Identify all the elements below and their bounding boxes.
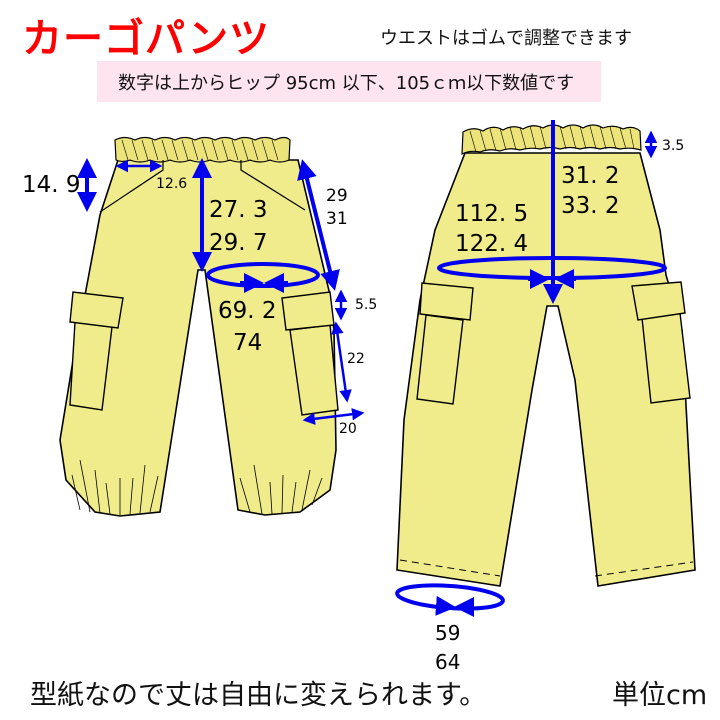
side-seam-label-2: 31 xyxy=(326,209,348,229)
cargo-width-label: 20 xyxy=(339,421,357,437)
size-note-text: 数字は上からヒップ 95cm 以下、105ｃｍ以下数値です xyxy=(118,73,575,94)
back-waistband-gathers xyxy=(469,125,635,153)
front-waistband-gathers xyxy=(121,139,279,161)
thigh-label-1: 69. 2 xyxy=(218,298,277,324)
footer-note: 型紙なので丈は自由に変えられます。 xyxy=(30,680,487,711)
front-rise-label-1: 27. 3 xyxy=(209,197,268,223)
waistband-height-label: 3.5 xyxy=(662,138,684,154)
hem-label-1: 59 xyxy=(435,621,460,645)
right-slash-pocket xyxy=(240,160,306,211)
back-hem-stitch-right xyxy=(594,561,694,577)
back-hem-stitch-left xyxy=(399,559,501,577)
cargo-length-label: 22 xyxy=(347,351,365,367)
front-measure-lines xyxy=(77,158,365,425)
pocket-opening-label: 12.6 xyxy=(156,176,187,192)
front-waistband xyxy=(114,136,291,163)
hem-label-2: 64 xyxy=(435,650,460,674)
hip-label-1: 112. 5 xyxy=(455,201,528,227)
front-cuff-gathers xyxy=(71,459,323,515)
pocket-depth-label: 14. 9 xyxy=(22,172,81,198)
cargo-width-arrow xyxy=(302,408,365,425)
front-cargo-pockets xyxy=(69,291,339,416)
thigh-label-2: 74 xyxy=(233,330,262,356)
hip-label-2: 122. 4 xyxy=(455,231,528,257)
side-seam-label-1: 29 xyxy=(326,186,348,206)
front-pants xyxy=(59,136,339,517)
left-slash-pocket xyxy=(99,160,164,213)
hip-ellipse xyxy=(437,256,667,280)
cargo-length-arrow xyxy=(331,321,352,403)
back-rise-label-2: 33. 2 xyxy=(561,193,620,219)
back-pants xyxy=(396,124,696,587)
product-title: カーゴパンツ xyxy=(22,16,270,62)
back-measure-lines xyxy=(395,120,667,617)
side-seam-arrow xyxy=(297,159,340,291)
cargo-flap-label: 5.5 xyxy=(355,297,377,313)
back-cargo-pockets xyxy=(416,281,691,405)
waist-note: ウエストはゴムで調整できます xyxy=(380,28,632,49)
front-rise-label-2: 29. 7 xyxy=(209,230,268,256)
back-rise-label-1: 31. 2 xyxy=(561,163,620,189)
unit-label: 単位cm xyxy=(612,680,708,711)
size-note-banner xyxy=(97,61,601,102)
